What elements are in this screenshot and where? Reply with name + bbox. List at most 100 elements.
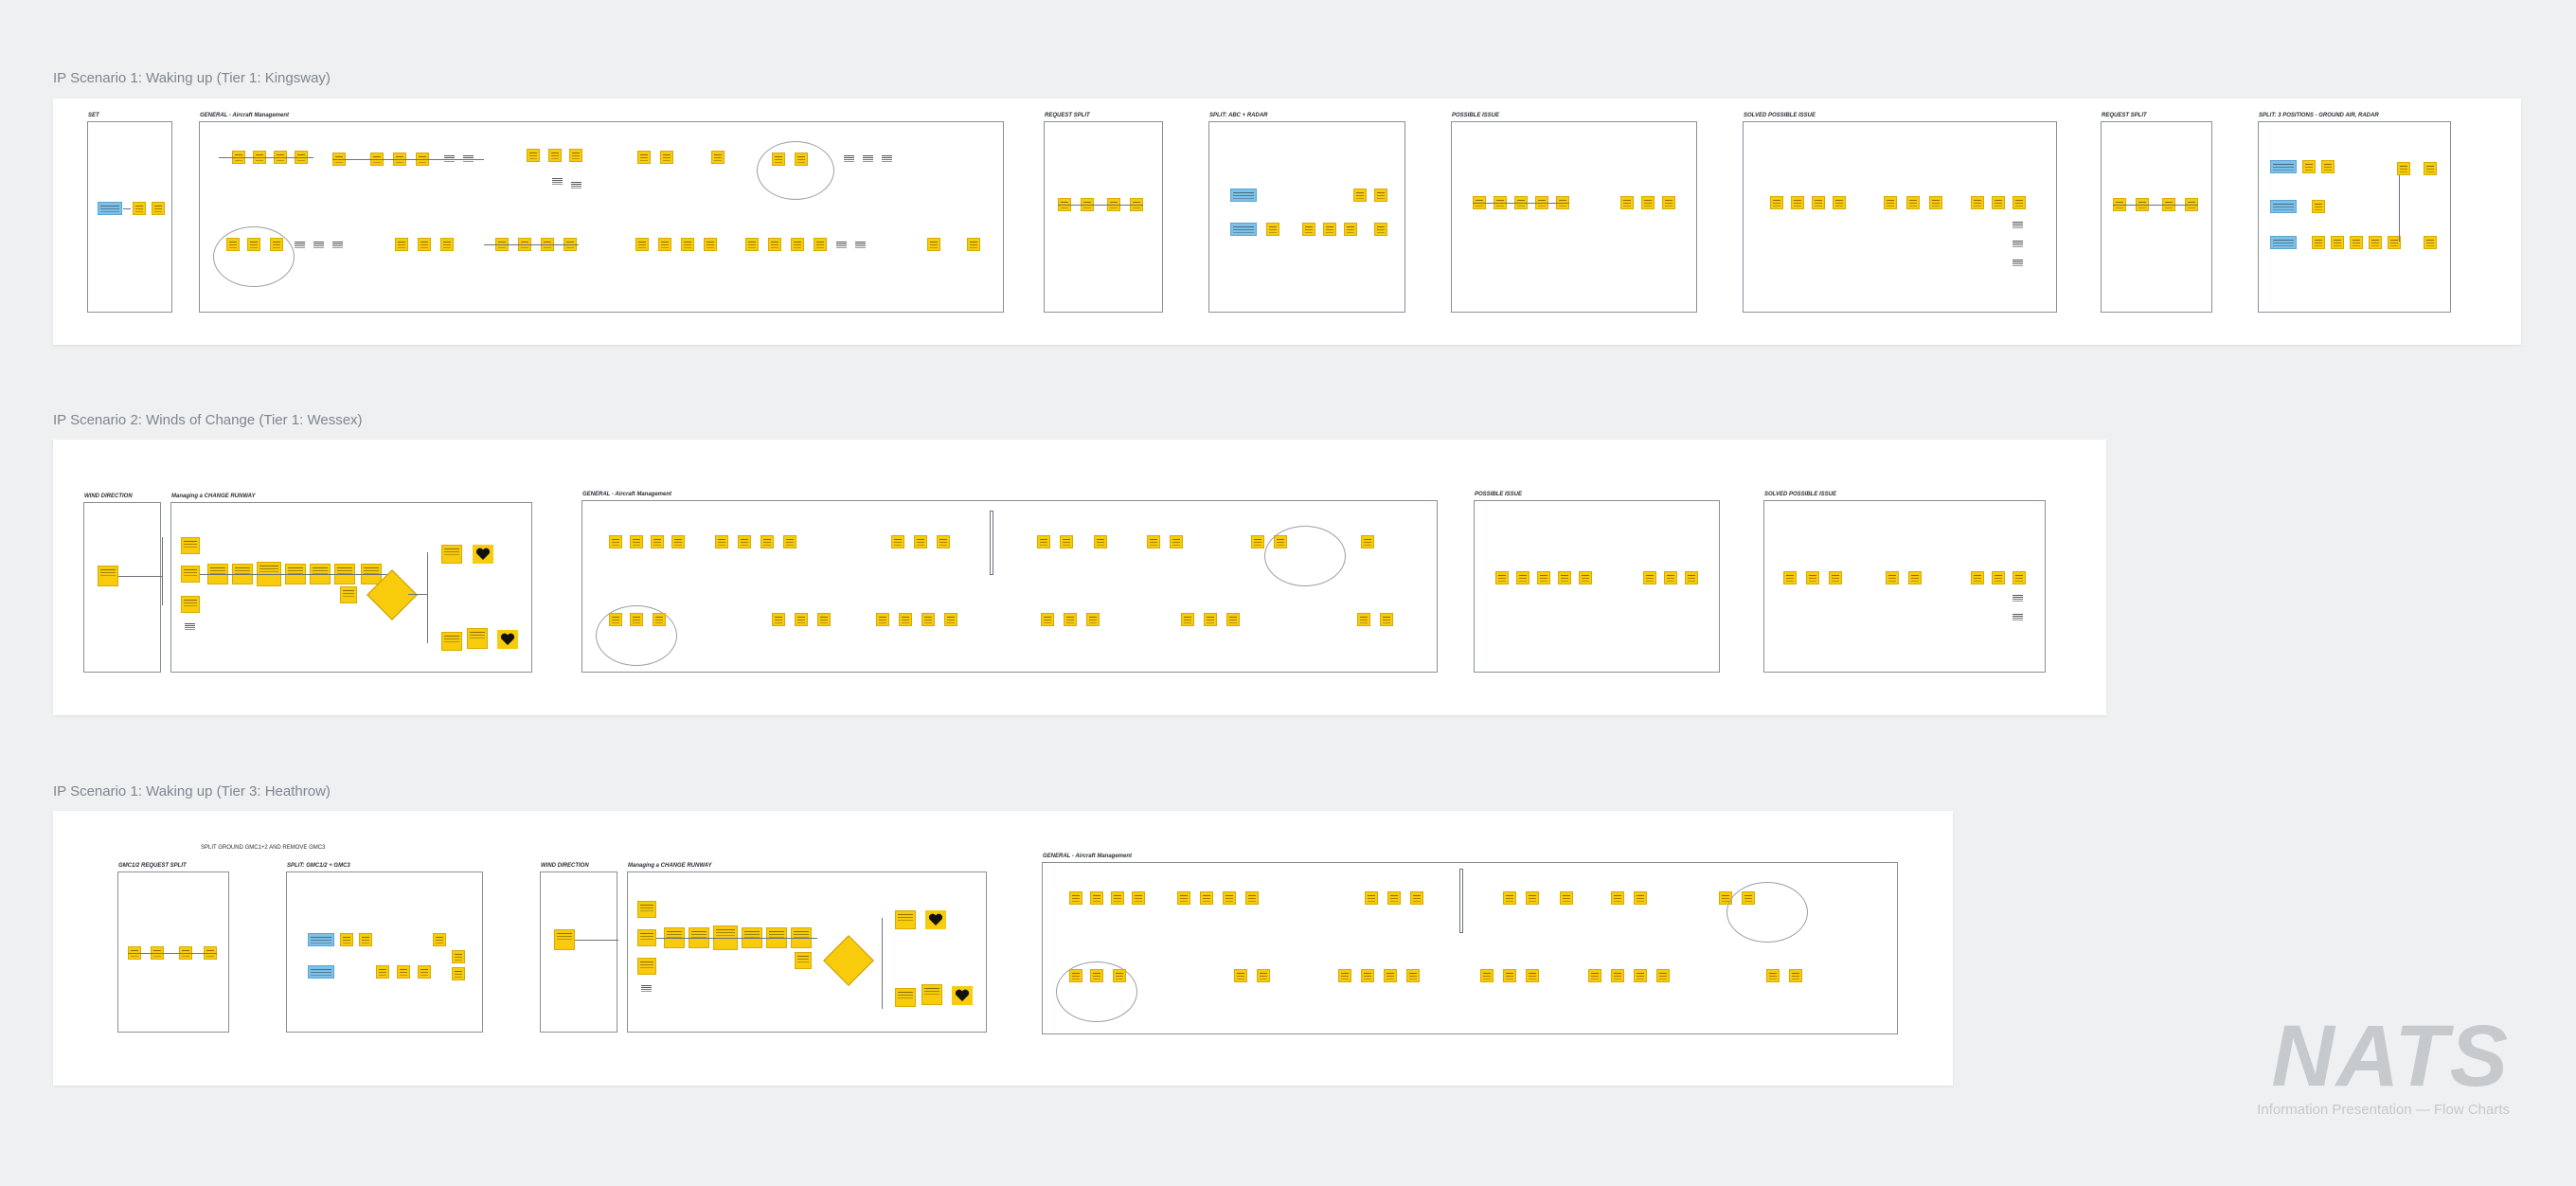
sticky-note[interactable] — [1516, 571, 1530, 584]
sticky-note[interactable] — [772, 613, 785, 626]
sticky-note[interactable] — [226, 238, 240, 251]
sticky-note[interactable] — [783, 535, 796, 548]
sticky-note[interactable] — [247, 238, 260, 251]
sticky-note[interactable] — [927, 238, 940, 251]
sticky-note[interactable] — [152, 202, 165, 215]
sticky-note[interactable] — [1833, 196, 1846, 209]
sticky-note[interactable] — [181, 537, 200, 554]
sticky-note[interactable] — [1090, 891, 1103, 905]
sticky-note[interactable] — [817, 613, 831, 626]
sticky-note[interactable] — [1971, 196, 1984, 209]
sticky-note[interactable] — [1806, 571, 1819, 584]
sticky-note[interactable] — [340, 933, 353, 946]
decision-diamond[interactable] — [823, 935, 874, 986]
sticky-note[interactable] — [1230, 223, 1257, 236]
sticky-note[interactable] — [397, 965, 410, 979]
sticky-note[interactable] — [738, 535, 751, 548]
sticky-note[interactable] — [1791, 196, 1804, 209]
sticky-note[interactable] — [660, 151, 673, 164]
sticky-note[interactable] — [1884, 196, 1897, 209]
sticky-note[interactable] — [1069, 891, 1082, 905]
sticky-note[interactable] — [914, 535, 927, 548]
sticky-note[interactable] — [2397, 162, 2410, 175]
sticky-note[interactable] — [1886, 571, 1899, 584]
sticky-note[interactable] — [715, 535, 728, 548]
sticky-note[interactable] — [1037, 535, 1050, 548]
sticky-note[interactable] — [1503, 969, 1516, 982]
sticky-note[interactable] — [340, 586, 357, 603]
heart-sticky[interactable] — [925, 910, 946, 929]
sticky-note[interactable] — [1611, 891, 1624, 905]
sticky-note[interactable] — [441, 632, 462, 651]
sticky-note[interactable] — [1387, 891, 1401, 905]
sticky-note[interactable] — [1641, 196, 1655, 209]
sticky-note[interactable] — [609, 613, 622, 626]
sticky-note[interactable] — [1226, 613, 1240, 626]
sticky-note[interactable] — [1170, 535, 1183, 548]
sticky-note[interactable] — [1365, 891, 1378, 905]
sticky-note[interactable] — [2270, 160, 2297, 173]
sticky-note[interactable] — [2302, 160, 2316, 173]
sticky-note[interactable] — [2369, 236, 2382, 249]
scenario-2-panel[interactable]: WIND DIRECTION Managing a CHANGE RUNWAY — [53, 440, 2106, 715]
heart-sticky[interactable] — [952, 986, 973, 1005]
sticky-note[interactable] — [452, 950, 465, 963]
frame-general-3[interactable]: GENERAL - Aircraft Management — [1042, 854, 1898, 1034]
sticky-note[interactable] — [1770, 196, 1783, 209]
sticky-note[interactable] — [795, 613, 808, 626]
sticky-note[interactable] — [653, 613, 666, 626]
sticky-note[interactable] — [181, 596, 200, 613]
sticky-note[interactable] — [1560, 891, 1573, 905]
sticky-note[interactable] — [1041, 613, 1054, 626]
sticky-note[interactable] — [2388, 236, 2401, 249]
sticky-note[interactable] — [1266, 223, 1279, 236]
heart-sticky[interactable] — [497, 630, 518, 649]
sticky-note[interactable] — [2312, 200, 2325, 213]
sticky-note[interactable] — [1406, 969, 1420, 982]
frame-managing-change-runway[interactable]: Managing a CHANGE RUNWAY — [162, 494, 532, 673]
sticky-note[interactable] — [891, 535, 904, 548]
sticky-note[interactable] — [548, 149, 562, 162]
sticky-note[interactable] — [569, 149, 582, 162]
sticky-note[interactable] — [1662, 196, 1675, 209]
sticky-note[interactable] — [1579, 571, 1592, 584]
sticky-note[interactable] — [395, 238, 408, 251]
sticky-note[interactable] — [1113, 969, 1126, 982]
sticky-note[interactable] — [1361, 969, 1374, 982]
sticky-note[interactable] — [1090, 969, 1103, 982]
sticky-note[interactable] — [791, 238, 804, 251]
sticky-note[interactable] — [937, 535, 950, 548]
sticky-note[interactable] — [2012, 196, 2026, 209]
sticky-note[interactable] — [1829, 571, 1842, 584]
sticky-note[interactable] — [2312, 236, 2325, 249]
sticky-note[interactable] — [711, 151, 724, 164]
frame-gmc-request-split[interactable]: GMC1/2 REQUEST SPLIT — [117, 863, 229, 1033]
sticky-note[interactable] — [1230, 189, 1257, 202]
sticky-note[interactable] — [681, 238, 694, 251]
sticky-note[interactable] — [418, 238, 431, 251]
sticky-note[interactable] — [1132, 891, 1145, 905]
sticky-note[interactable] — [635, 238, 649, 251]
sticky-note[interactable] — [1783, 571, 1797, 584]
sticky-note[interactable] — [1069, 969, 1082, 982]
sticky-note[interactable] — [554, 929, 575, 950]
frame-solved-possible-issue-2[interactable]: SOLVED POSSIBLE ISSUE — [1763, 492, 2046, 673]
sticky-note[interactable] — [1526, 969, 1539, 982]
sticky-note[interactable] — [637, 901, 656, 918]
sticky-note[interactable] — [1992, 196, 2005, 209]
sticky-note[interactable] — [1526, 891, 1539, 905]
sticky-note[interactable] — [1929, 196, 1942, 209]
sticky-note[interactable] — [1537, 571, 1550, 584]
sticky-note[interactable] — [1323, 223, 1336, 236]
sticky-note[interactable] — [1812, 196, 1825, 209]
sticky-note[interactable] — [1064, 613, 1077, 626]
sticky-note[interactable] — [2331, 236, 2344, 249]
sticky-note[interactable] — [795, 153, 808, 166]
frame-wind-direction-2[interactable]: WIND DIRECTION — [540, 863, 618, 1033]
sticky-note[interactable] — [2012, 571, 2026, 584]
sticky-note[interactable] — [895, 910, 916, 929]
sticky-note[interactable] — [1086, 613, 1100, 626]
frame-possible-issue[interactable]: POSSIBLE ISSUE — [1451, 113, 1697, 313]
sticky-note[interactable] — [1257, 969, 1270, 982]
sticky-note[interactable] — [768, 238, 781, 251]
